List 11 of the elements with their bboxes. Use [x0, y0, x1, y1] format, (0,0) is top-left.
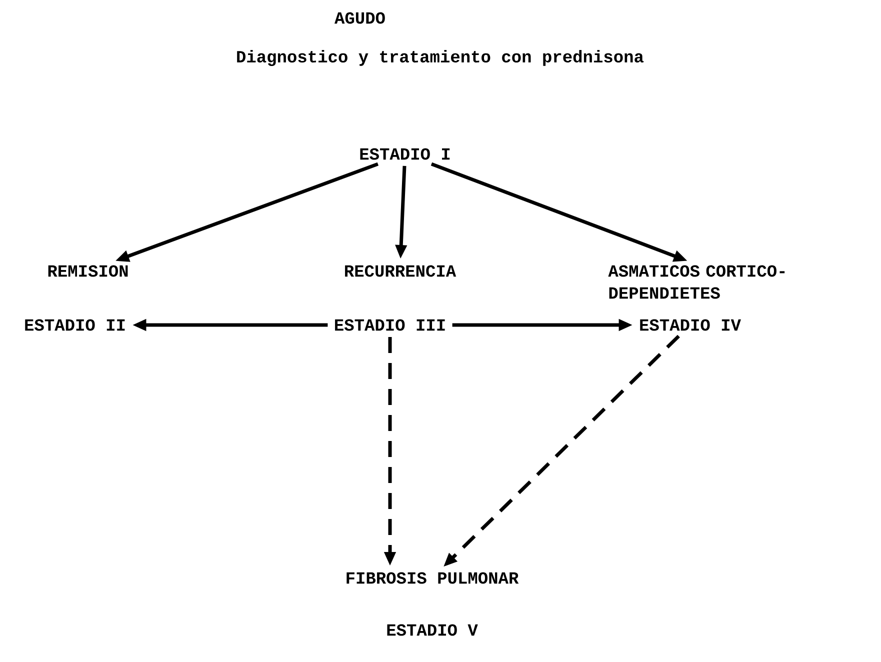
- title: AGUDO: [334, 12, 385, 24]
- stage-label: ESTADIO III: [335, 319, 445, 331]
- stage-label: RECURRENCIA: [345, 265, 456, 277]
- caption-text: Diagnostico y tratamiento con prednisona: [237, 50, 644, 66]
- caption-text: ESTADIO V: [387, 624, 478, 636]
- stage-label: ESTADIO II: [25, 319, 125, 331]
- stage-label: FIBROSIS PULMONAR: [346, 572, 519, 584]
- stage-label: ASMATICOS CORTICO-DEPENDIETES: [608, 265, 785, 299]
- stage-label: ESTADIO IV: [640, 319, 741, 331]
- stage-label: ESTADIO I: [360, 148, 450, 160]
- stage-label: REMISION: [48, 265, 128, 277]
